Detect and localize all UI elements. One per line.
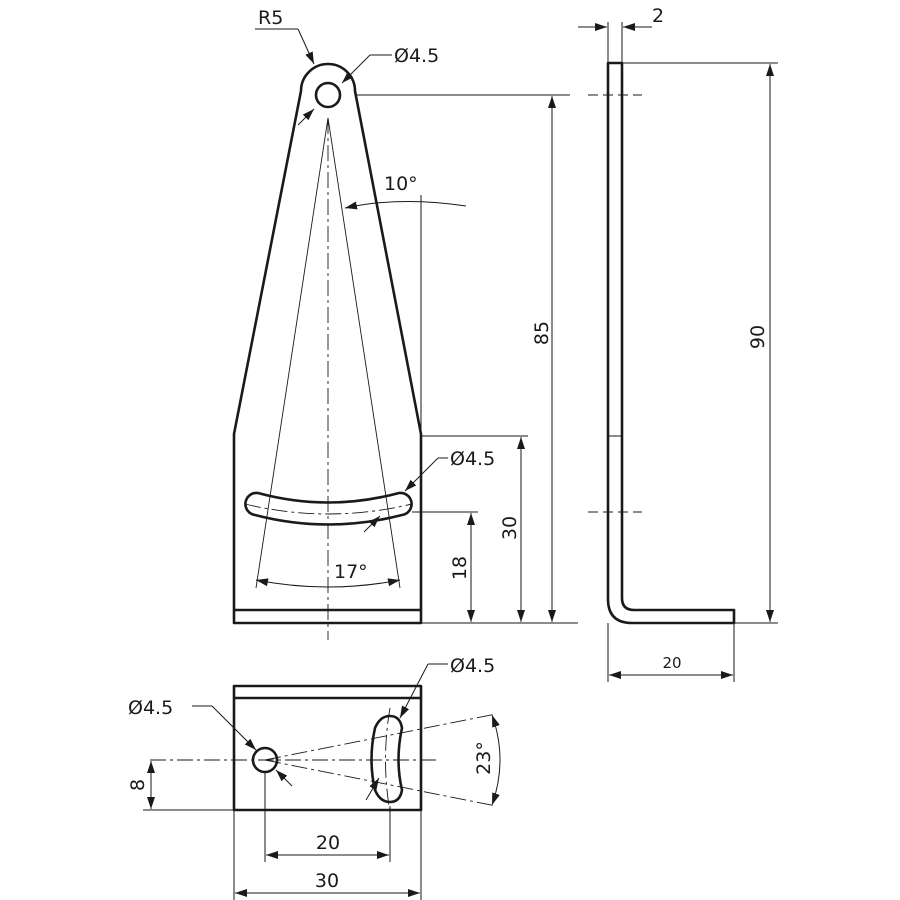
front-view: R5 Ø4.5 10° Ø4.5 17° 85 30 18	[232, 7, 578, 640]
ray-left	[255, 117, 329, 589]
bottom-angle-arc	[491, 714, 501, 806]
dim-20-spacing-label: 20	[316, 832, 340, 854]
dim-20-leg-label: 20	[662, 654, 681, 672]
top-hole-arrow-b	[297, 108, 315, 126]
top-hole-diameter-label: Ø4.5	[394, 45, 439, 67]
ray-right	[327, 117, 401, 589]
slot-angle-label: 17°	[334, 561, 368, 583]
slot-angle-arc	[255, 578, 401, 588]
taper-angle-label: 10°	[384, 173, 418, 195]
slot-diameter-label: Ø4.5	[450, 448, 495, 470]
bottom-view-outline	[232, 684, 423, 812]
bottom-hole-diameter-label: Ø4.5	[128, 697, 173, 719]
top-hole	[314, 81, 342, 109]
dim-2-label: 2	[652, 5, 664, 27]
top-hole-arrow-a	[341, 54, 371, 84]
bottom-ray-top	[264, 713, 497, 761]
bottom-view: Ø4.5 Ø4.5 23° 8 20 30	[127, 655, 501, 900]
bottom-slot-arrow-b	[365, 777, 380, 801]
curved-slot	[244, 491, 413, 526]
bottom-hole-arrow-b	[275, 769, 293, 787]
dim-90-label: 90	[747, 325, 769, 349]
bottom-slot-diameter-label: Ø4.5	[450, 655, 495, 677]
slot-centerline	[244, 503, 413, 515]
bottom-angle-label: 23°	[473, 741, 495, 775]
dim-18-label: 18	[449, 556, 471, 580]
r5-label: R5	[258, 7, 283, 29]
r5-arrow	[297, 28, 315, 65]
dim-30-width-label: 30	[315, 870, 339, 892]
bottom-hole-arrow-a	[211, 705, 257, 751]
side-view-outline	[606, 61, 736, 625]
dim-30-label: 30	[499, 516, 521, 540]
slot-arrow-a	[404, 457, 439, 492]
slot-arrow-b	[363, 515, 381, 533]
side-view: 2 90 20	[578, 5, 778, 682]
dim-8-label: 8	[127, 779, 149, 791]
bottom-slot-centerline	[385, 707, 391, 813]
front-view-outline	[232, 62, 423, 625]
taper-angle-arc	[344, 200, 467, 210]
dim-85-label: 85	[531, 321, 553, 345]
bottom-slot-arrow-a	[399, 663, 429, 719]
bottom-ray-bottom	[264, 759, 497, 807]
